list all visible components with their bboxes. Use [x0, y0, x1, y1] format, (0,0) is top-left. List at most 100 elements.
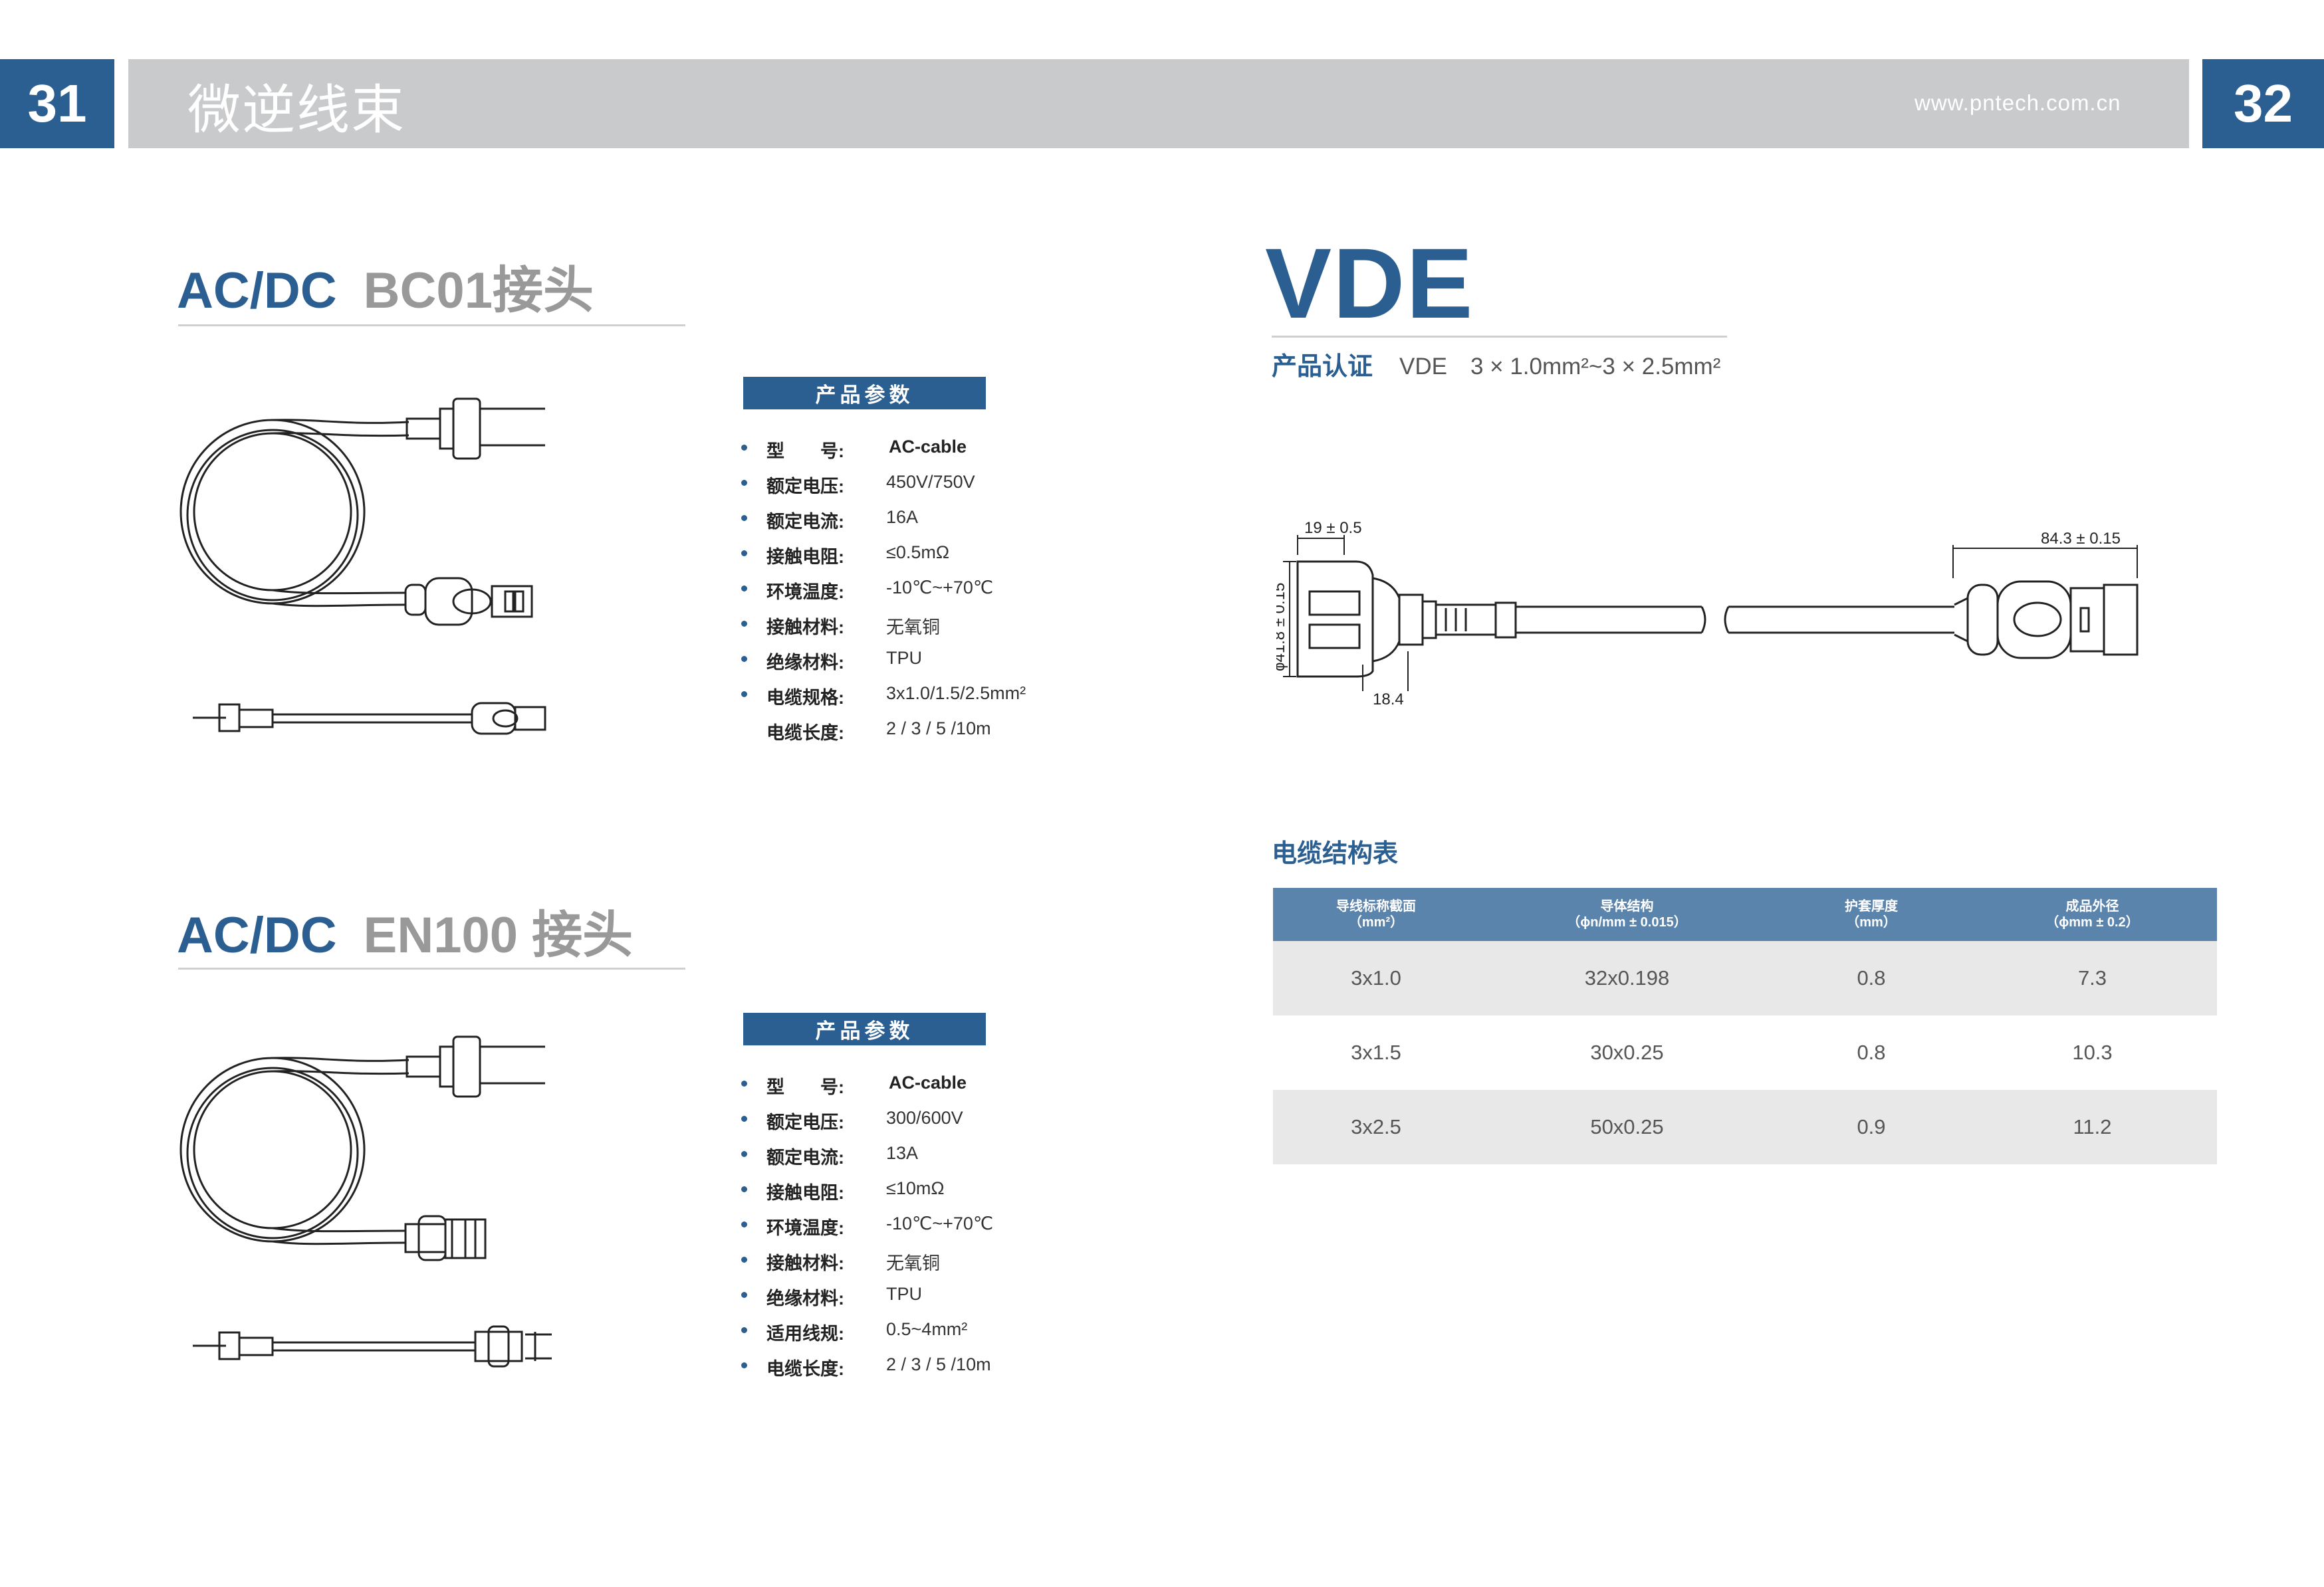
bc01-cable-illustration [179, 397, 546, 735]
spec-item: 绝缘材料: TPU [741, 1283, 1153, 1318]
header-line: 成品外径 [2065, 899, 2119, 914]
spec-item: 额定电流: 16A [741, 506, 1153, 541]
header-line: （mm） [1846, 915, 1897, 930]
table-cell: 3x2.5 [1273, 1090, 1479, 1164]
spec-key: 绝缘材料: [766, 1289, 844, 1309]
vde-logo: VDE [1265, 227, 1474, 339]
table-cell: 50x0.25 [1479, 1090, 1775, 1164]
spec-value: 13A [886, 1143, 919, 1163]
spec-key: 适用线规: [766, 1324, 844, 1344]
spec-value: 300/600V [886, 1108, 963, 1128]
table-row: 3x1.5 30x0.25 0.8 10.3 [1273, 1015, 2217, 1090]
section-title-sub: EN100 接头 [363, 907, 634, 964]
table-row: 3x1.0 32x0.198 0.8 7.3 [1273, 941, 2217, 1015]
bullet-icon [741, 445, 747, 451]
spec-key: 接触材料: [766, 617, 844, 637]
table-header-cell: 导体结构（ϕn/mm ± 0.015） [1479, 888, 1775, 941]
spec-key: 型 号: [766, 1077, 844, 1097]
bullet-icon [741, 1362, 747, 1368]
header-url: www.pntech.com.cn [1915, 90, 2121, 115]
table-cell: 0.9 [1775, 1090, 1968, 1164]
spec-list: 型 号: AC-cable 额定电压: 300/600V 额定电流: 13A 接触电阻… [741, 1071, 1153, 1388]
vde-rule [1272, 336, 1727, 338]
bullet-icon [741, 1257, 747, 1263]
spec-value: 无氧铜 [886, 1253, 940, 1273]
bullet-icon [741, 1151, 747, 1157]
spec-value: AC-cable [889, 437, 967, 457]
spec-value: -10℃~+70℃ [886, 578, 994, 597]
spec-item: 额定电压:450V/750V [741, 471, 1153, 506]
bullet-icon [741, 480, 747, 486]
section-title-en100: AC/DC EN100 接头 [177, 894, 633, 967]
dim-label-c: 18.4 [1373, 690, 1404, 708]
bullet-icon [741, 656, 747, 662]
spec-value: TPU [886, 648, 922, 668]
spec-value: 2 / 3 / 5 /10m [886, 718, 991, 738]
en100-cable-illustration [179, 1035, 552, 1368]
spec-item: 额定电压: 300/600V [741, 1107, 1153, 1142]
spec-key: 额定电流: [766, 512, 844, 532]
spec-heading: 产品参数 [743, 1013, 986, 1045]
spec-heading: 产品参数 [743, 377, 986, 409]
table-cell: 11.2 [1968, 1090, 2217, 1164]
spec-key: 额定电流: [766, 1148, 844, 1168]
spec-item: 接触材料: 无氧铜 [741, 1247, 1153, 1283]
section-rule [178, 968, 685, 970]
dim-label-a: 19 ± 0.5 [1304, 519, 1362, 537]
dim-label-b: ϕ41.8 ± 0.15 [1276, 583, 1288, 671]
table-cell: 32x0.198 [1479, 941, 1775, 1015]
spec-item: 电缆长度:2 / 3 / 5 /10m [741, 1353, 1153, 1388]
page-number-right: 32 [2202, 59, 2324, 148]
table-cell: 30x0.25 [1590, 1041, 1664, 1064]
spec-value: 16A [886, 507, 919, 527]
spec-value: 无氧铜 [886, 617, 940, 637]
table-header-row: 导线标称截面（mm²） 导体结构（ϕn/mm ± 0.015） 护套厚度（mm）… [1273, 888, 2217, 941]
spec-item: 电缆规格:3x1.0/1.5/2.5mm² [741, 682, 1153, 717]
structure-table-title: 电缆结构表 [1272, 840, 1399, 868]
spec-item: 环境温度:-10℃~+70℃ [741, 576, 1153, 611]
spec-item: 型 号: AC-cable [741, 1071, 1153, 1107]
spec-key: 环境温度: [766, 1218, 844, 1238]
bullet-icon [741, 1116, 747, 1122]
spec-value: ≤10mΩ [886, 1178, 945, 1198]
table-cell: 7.3 [1968, 941, 2217, 1015]
spec-key: 电缆长度: [766, 723, 844, 743]
header-title: 微逆线束 [187, 80, 406, 140]
spec-value: 450V/750V [886, 472, 975, 492]
table-cell: 0.8 [1857, 1041, 1886, 1064]
bullet-icon [741, 1221, 747, 1227]
spec-key: 额定电压: [766, 1112, 844, 1132]
bullet-icon [741, 1081, 747, 1087]
spec-value: ≤0.5mΩ [886, 542, 950, 562]
spec-key: 接触电阻: [766, 1183, 844, 1203]
spec-item: 接触电阻: ≤0.5mΩ [741, 541, 1153, 576]
cable-structure-table: 导线标称截面（mm²） 导体结构（ϕn/mm ± 0.015） 护套厚度（mm）… [1273, 888, 2217, 1164]
spec-item: 适用线规: 0.5~4mm² [741, 1318, 1153, 1353]
spec-item: 型 号:AC-cable [741, 435, 1153, 471]
section-title-sub: BC01接头 [363, 263, 594, 319]
spec-item: 环境温度: -10℃~+70℃ [741, 1212, 1153, 1247]
section-title-main: AC/DC [177, 907, 337, 964]
bullet-icon [741, 1292, 747, 1298]
spec-key: 接触电阻: [766, 547, 844, 567]
spec-key: 接触材料: [766, 1253, 844, 1273]
spec-value: TPU [886, 1284, 922, 1304]
page-number-left: 31 [0, 59, 114, 148]
bullet-icon [741, 691, 747, 697]
spec-item: 接触电阻: ≤10mΩ [741, 1177, 1153, 1212]
spec-value: AC-cable [889, 1073, 967, 1093]
header-line: 导线标称截面 [1336, 899, 1416, 914]
spec-value: 2 / 3 / 5 /10m [886, 1354, 991, 1374]
cert-label: 产品认证 [1272, 353, 1373, 381]
table-header-cell: 护套厚度（mm） [1775, 888, 1968, 941]
table-cell: 0.8 [1775, 941, 1968, 1015]
table-cell: 3x1.5 [1351, 1041, 1401, 1064]
spec-item: 绝缘材料:TPU [741, 647, 1153, 682]
spec-value: -10℃~+70℃ [886, 1214, 994, 1233]
table-cell: 10.3 [2072, 1041, 2113, 1064]
table-header-cell: 成品外径（ϕmm ± 0.2） [1968, 888, 2217, 941]
spec-value: 0.5~4mm² [886, 1319, 968, 1339]
table-header-cell: 导线标称截面（mm²） [1273, 888, 1479, 941]
header-line: 导体结构 [1600, 899, 1654, 914]
